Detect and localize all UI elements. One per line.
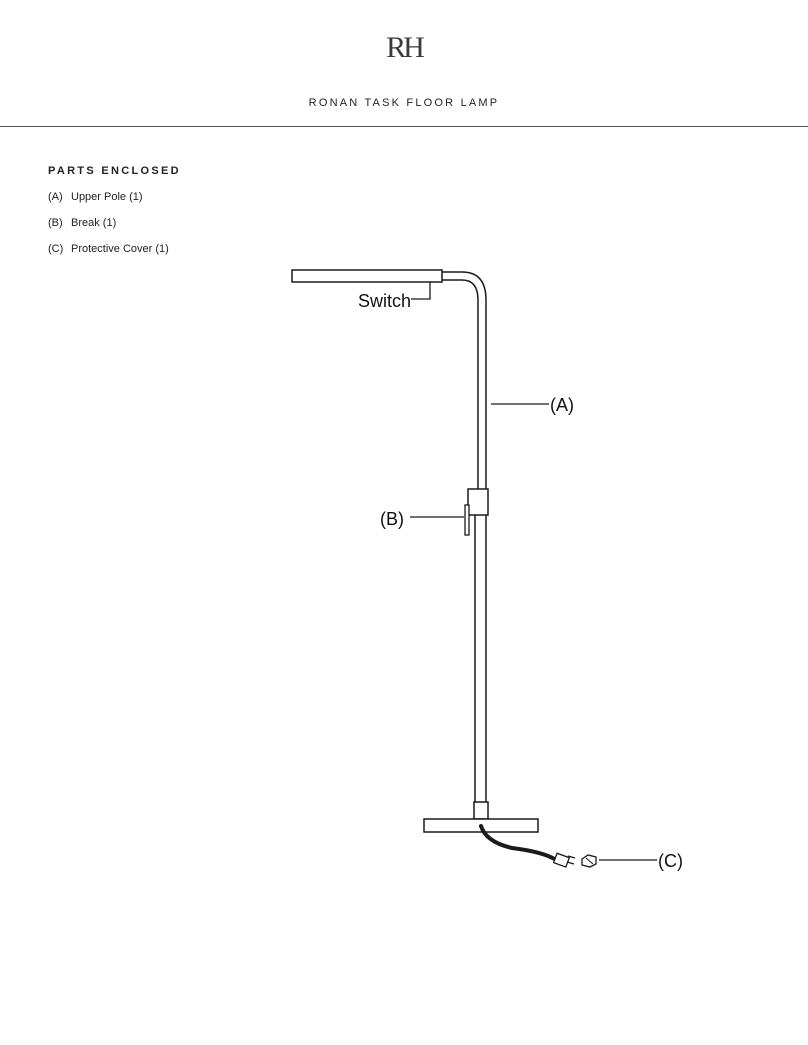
- upper-pole-outer: [442, 271, 487, 490]
- header-divider: [0, 126, 808, 127]
- part-letter: (C): [48, 243, 64, 255]
- power-cord: [479, 824, 558, 862]
- document-title: RONAN TASK FLOOR LAMP: [308, 97, 500, 109]
- part-name: Upper Pole (1): [71, 191, 143, 203]
- protective-cover-detail: [585, 857, 594, 865]
- callout-a-label: (A): [550, 395, 574, 415]
- part-item-b: (B) Break (1): [48, 217, 169, 243]
- break-clamp: [467, 488, 489, 516]
- callout-b-label: (B): [380, 509, 404, 529]
- part-item-c: (C) Protective Cover (1): [48, 243, 169, 269]
- plug-prong: [567, 855, 576, 859]
- brand-logo: RH: [386, 31, 425, 64]
- base-collar: [473, 801, 489, 820]
- part-letter: (B): [48, 217, 63, 229]
- part-item-a: (A) Upper Pole (1): [48, 191, 169, 217]
- plug-body: [552, 852, 571, 868]
- part-name: Protective Cover (1): [71, 243, 169, 255]
- switch-leader: [411, 282, 431, 300]
- parts-heading: PARTS ENCLOSED: [48, 165, 181, 177]
- switch-label: Switch: [358, 291, 411, 311]
- parts-list: (A) Upper Pole (1) (B) Break (1) (C) Pro…: [48, 191, 169, 269]
- plug-prong: [566, 861, 575, 865]
- upper-pole-inner: [442, 279, 479, 490]
- part-name: Break (1): [71, 217, 117, 229]
- lamp-head: [291, 269, 443, 283]
- callout-c-label: (C): [658, 851, 683, 871]
- break-lever: [464, 504, 470, 536]
- part-letter: (A): [48, 191, 63, 203]
